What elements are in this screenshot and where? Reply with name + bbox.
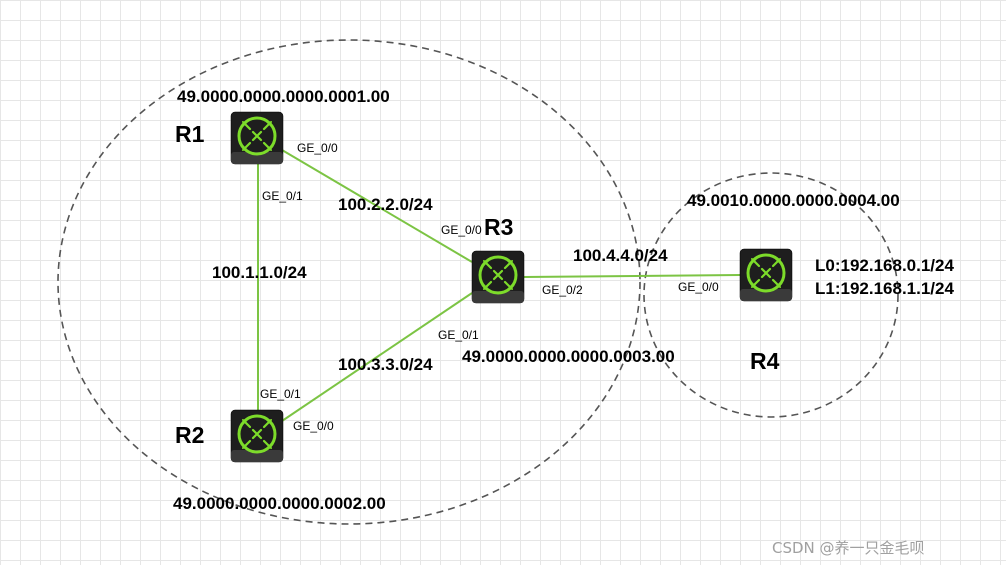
router-r3-name: R3 (484, 214, 513, 240)
router-r4-loopback-0: L0:192.168.0.1/24 (815, 256, 954, 275)
area-49-0000-boundary (57, 39, 641, 525)
link-r3-r4 (523, 274, 741, 278)
port-r3-ge-0-2: GE_0/2 (542, 283, 583, 297)
router-r3-net: 49.0000.0000.0000.0003.00 (462, 347, 675, 366)
link-r2-r3 (281, 292, 473, 422)
router-r1-icon[interactable] (229, 110, 285, 166)
link-r1-r3 (281, 149, 473, 263)
port-r4-ge-0-0: GE_0/0 (678, 280, 719, 294)
link-r1-r3-subnet: 100.2.2.0/24 (338, 195, 433, 214)
watermark: CSDN @养一只金毛呗 (772, 539, 925, 557)
router-r4-loopback-1: L1:192.168.1.1/24 (815, 279, 954, 298)
port-r2-ge-0-0: GE_0/0 (293, 419, 334, 433)
link-r3-r4-subnet: 100.4.4.0/24 (573, 246, 668, 265)
area-49-0010-boundary (643, 172, 899, 418)
port-r3-ge-0-1: GE_0/1 (438, 328, 479, 342)
link-r2-r3-subnet: 100.3.3.0/24 (338, 355, 433, 374)
router-r2-icon[interactable] (229, 408, 285, 464)
port-r1-ge-0-1: GE_0/1 (262, 189, 303, 203)
link-r1-r2-subnet: 100.1.1.0/24 (212, 263, 307, 282)
router-r2-name: R2 (175, 422, 204, 448)
router-r1-name: R1 (175, 121, 205, 147)
router-r4-net: 49.0010.0000.0000.0004.00 (687, 191, 900, 210)
port-r2-ge-0-1: GE_0/1 (260, 387, 301, 401)
router-r2-net: 49.0000.0000.0000.0002.00 (173, 494, 386, 513)
router-r3-icon[interactable] (470, 249, 526, 305)
port-r3-ge-0-0: GE_0/0 (441, 223, 482, 237)
router-r1-net: 49.0000.0000.0000.0001.00 (177, 87, 390, 106)
port-r1-ge-0-0: GE_0/0 (297, 141, 338, 155)
router-r4-icon[interactable] (738, 247, 794, 303)
router-r4-name: R4 (750, 348, 780, 374)
